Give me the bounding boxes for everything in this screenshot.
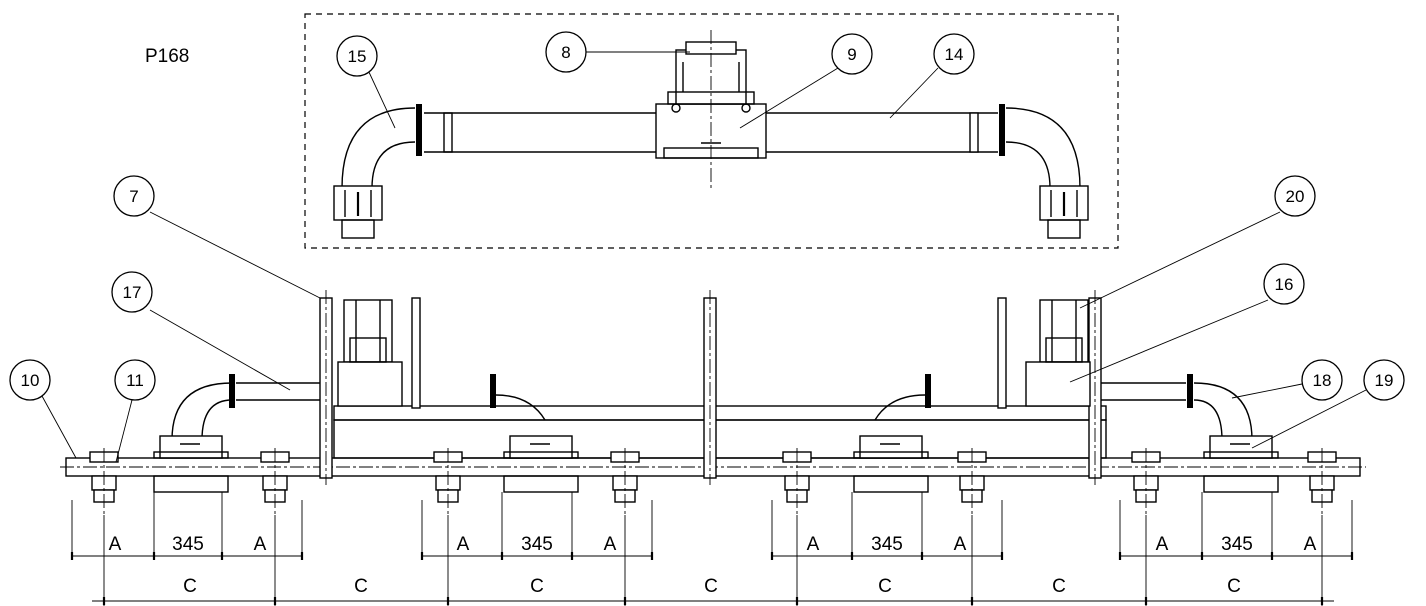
- dim-c-5: C: [878, 576, 892, 597]
- callout-18-text: 18: [1313, 371, 1332, 390]
- dim-a-5: A: [807, 534, 820, 555]
- callout-11-text: 11: [126, 371, 144, 390]
- callout-19: 19: [1363, 359, 1405, 401]
- callout-17: 17: [111, 271, 153, 313]
- dim-a-4: A: [604, 534, 617, 555]
- dim-a-2: A: [254, 534, 267, 555]
- dim-a-3: A: [457, 534, 470, 555]
- drawing-label: P168: [145, 46, 189, 67]
- callout-20: 20: [1274, 175, 1316, 217]
- callout-7: 7: [113, 175, 155, 217]
- callout-7-text: 7: [129, 187, 138, 206]
- dim-a-7: A: [1156, 534, 1169, 555]
- inset-detail: [304, 13, 1119, 249]
- nozzle-unit-1: [153, 435, 229, 493]
- nozzle-unit-2: [503, 435, 579, 493]
- callout-9-text: 9: [847, 45, 856, 64]
- callout-15: 15: [336, 35, 378, 77]
- dim-c-7: C: [1227, 576, 1241, 597]
- callout-10-text: 10: [21, 371, 40, 390]
- dim-a-8: A: [1304, 534, 1317, 555]
- dim-345-3: 345: [871, 534, 903, 555]
- dimension-set: A 345 A A 345 A A 345 A A 345 A C: [70, 492, 1354, 606]
- dim-c-2: C: [354, 576, 368, 597]
- callout-14: 14: [933, 33, 975, 75]
- callout-20-text: 20: [1286, 187, 1305, 206]
- callout-17-text: 17: [123, 283, 142, 302]
- callout-16: 16: [1263, 263, 1305, 305]
- leader-lines: [41, 51, 1367, 463]
- dim-345-2: 345: [521, 534, 553, 555]
- callout-16-text: 16: [1275, 275, 1294, 294]
- bolts: [89, 448, 1337, 515]
- callout-8: 8: [545, 31, 587, 73]
- dim-c-4: C: [704, 576, 718, 597]
- dim-345-4: 345: [1221, 534, 1253, 555]
- callout-15-text: 15: [348, 47, 367, 66]
- dim-a-6: A: [954, 534, 967, 555]
- callout-18: 18: [1301, 359, 1343, 401]
- dim-c-3: C: [530, 576, 544, 597]
- nozzle-unit-4: [1203, 435, 1279, 493]
- main-assembly: [60, 290, 1366, 515]
- dim-c-1: C: [183, 576, 197, 597]
- dim-a-1: A: [109, 534, 122, 555]
- callout-8-text: 8: [561, 43, 570, 62]
- callout-19-text: 19: [1375, 371, 1394, 390]
- dim-c-6: C: [1052, 576, 1066, 597]
- dim-345-1: 345: [172, 534, 204, 555]
- callout-11: 11: [114, 359, 156, 401]
- callout-9: 9: [831, 33, 873, 75]
- callout-10: 10: [9, 359, 51, 401]
- callout-14-text: 14: [945, 45, 964, 64]
- nozzle-unit-3: [853, 435, 929, 493]
